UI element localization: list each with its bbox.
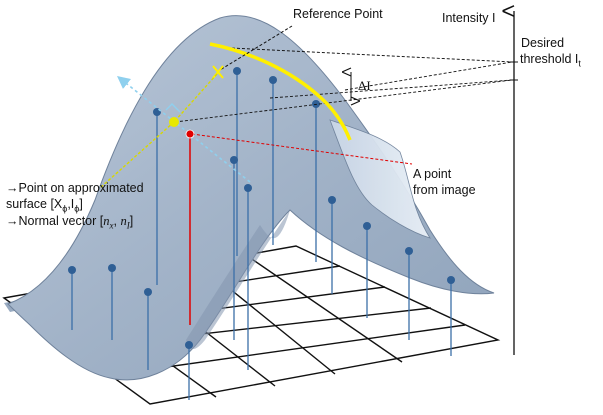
surface-point: [169, 117, 179, 127]
normal-vector-comma: ,: [113, 214, 121, 228]
image-point-label-line2: from image: [413, 183, 476, 197]
reference-leader: [219, 25, 293, 71]
image-point: [185, 129, 195, 139]
sample-dots: [68, 67, 455, 349]
x-mark-icon: [212, 65, 224, 79]
right-angle-marker: [165, 103, 181, 113]
projection-line-2: [99, 121, 175, 189]
desired-threshold-text: threshold I: [520, 52, 579, 66]
reference-point-label: Reference Point: [293, 7, 383, 21]
approximated-surface: [7, 15, 495, 381]
surface-front-shade: [186, 210, 290, 349]
surface-point-sub1: ϕ: [62, 203, 68, 214]
desired-threshold-sub: t: [578, 58, 581, 69]
image-point-leader: [191, 133, 413, 165]
surface-point-text: surface [X: [6, 197, 63, 211]
normal-vector-end: ]: [129, 214, 134, 228]
surface-point-label-line2: surface [Xϕ,Iϕ]: [6, 197, 83, 217]
normal-vector-ni: n: [120, 214, 127, 228]
image-point-label-line1: A point: [413, 167, 452, 181]
threshold-lines: [174, 47, 513, 123]
threshold-contour: [209, 42, 352, 141]
normal-vector-ni-sub: I: [126, 220, 130, 231]
normal-vector-text: →Normal vector [: [6, 214, 104, 228]
desired-threshold-line1: Desired: [521, 36, 565, 50]
intensity-axis-label: Intensity I: [442, 11, 496, 25]
surface-fold: [329, 119, 431, 239]
surface-point-text-b: ,I: [67, 197, 75, 211]
delta-i-label: ΔI: [358, 78, 371, 93]
sample-stems: [71, 71, 452, 400]
surface-point-label-line1: →Point on approximated: [6, 181, 144, 195]
projection-line: [173, 73, 218, 123]
surface-point-sub2: ϕ: [74, 203, 80, 214]
normal-vector-nx-sub: x: [109, 220, 114, 231]
surface-point-text-c: ]: [79, 197, 83, 211]
normal-vector-label: →Normal vector [nx, nI]: [6, 214, 133, 234]
desired-threshold-line2: threshold It: [520, 52, 581, 72]
normal-vector-nx: n: [103, 214, 110, 228]
